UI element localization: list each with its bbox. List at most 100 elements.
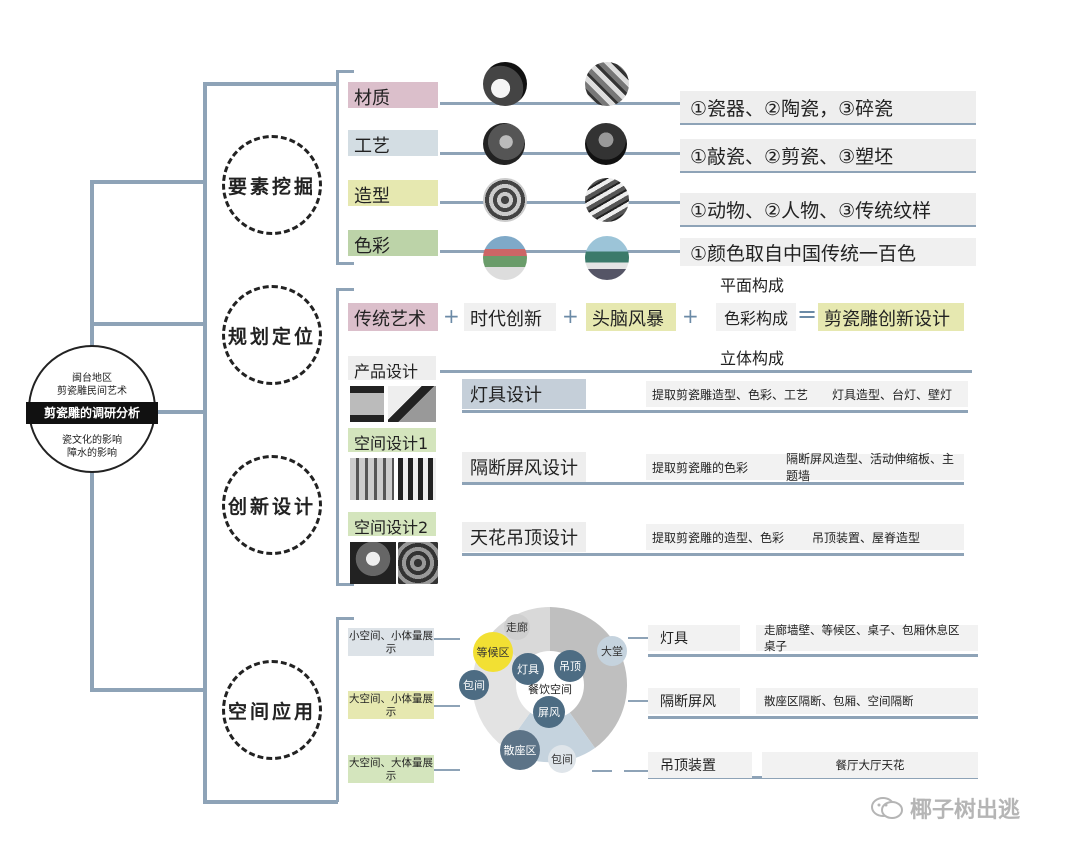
elem-line-2 bbox=[440, 152, 680, 155]
plan-result: 剪瓷雕创新设计 bbox=[818, 303, 964, 331]
watermark-text: 椰子树出逃 bbox=[910, 798, 1021, 823]
space1-image-2 bbox=[398, 458, 436, 500]
app-link-r3b bbox=[624, 770, 648, 772]
element-label-material: 材质 bbox=[348, 82, 438, 109]
element-result-material: ①瓷器、②陶瓷，③碎瓷 bbox=[680, 91, 976, 123]
design-cat-space-1: 空间设计1 bbox=[348, 428, 436, 453]
design-line-3 bbox=[462, 553, 964, 556]
app-desc-lamp: 走廊墙壁、等候区、桌子、包厢休息区桌子 bbox=[756, 623, 978, 653]
elem-res-line-3 bbox=[680, 224, 976, 227]
branch-label: 要素挖掘 bbox=[227, 175, 316, 198]
material-photo-1 bbox=[483, 62, 527, 106]
center-title: 剪瓷雕的调研分析 bbox=[26, 402, 158, 424]
trunk-left-bot bbox=[90, 688, 205, 692]
elem-res-line-2 bbox=[680, 170, 976, 173]
space1-image-1 bbox=[350, 458, 394, 500]
spine-bottom bbox=[203, 800, 338, 804]
element-label-color: 色彩 bbox=[348, 230, 438, 257]
wheel-outer-corridor: 走廊 bbox=[504, 614, 530, 640]
craft-photo-1 bbox=[483, 123, 525, 165]
space2-image-1 bbox=[350, 542, 396, 584]
design-desc-screen-1: 提取剪瓷雕的色彩 bbox=[646, 454, 780, 480]
wechat-icon bbox=[871, 797, 903, 819]
element-result-color: ①颜色取自中国传统一百色 bbox=[680, 238, 976, 266]
bracket-1-bot bbox=[336, 262, 354, 265]
center-link bbox=[150, 410, 205, 414]
wheel-outer-private-2: 包间 bbox=[548, 745, 576, 773]
app-desc-ceiling: 餐厅大厅天花 bbox=[762, 752, 978, 778]
branch-label: 规划定位 bbox=[227, 325, 316, 348]
equals-sign: = bbox=[797, 300, 818, 328]
design-desc-ceiling-1: 提取剪瓷雕的造型、色彩 bbox=[646, 524, 806, 550]
wheel-inner-lamp: 灯具 bbox=[512, 653, 544, 685]
elem-line-4 bbox=[440, 250, 680, 253]
wheel-inner-ceiling: 吊顶 bbox=[554, 650, 586, 682]
color-photo-1 bbox=[483, 236, 527, 280]
plan-term-innovation: 时代创新 bbox=[464, 303, 556, 331]
bracket-2-top bbox=[336, 288, 354, 291]
element-result-craft: ①敲瓷、②剪瓷、③塑坯 bbox=[680, 139, 976, 171]
center-node: 闽台地区 剪瓷雕民间艺术 剪瓷雕的调研分析 瓷文化的影响 障水的影响 bbox=[26, 345, 158, 473]
main-spine bbox=[203, 82, 207, 802]
space2-image-2 bbox=[398, 542, 438, 584]
composition-solid: 立体构成 bbox=[720, 349, 785, 368]
design-desc-lamp-1: 提取剪瓷雕造型、色彩、工艺 bbox=[646, 381, 826, 407]
branch-label: 空间应用 bbox=[227, 700, 316, 723]
wheel-outer-private-1: 包间 bbox=[459, 670, 489, 700]
branch-application: 空间应用 bbox=[222, 660, 322, 760]
app-item-lamp: 灯具 bbox=[648, 625, 740, 651]
elem-line-3 bbox=[440, 201, 680, 204]
product-image-2 bbox=[388, 386, 436, 422]
design-title-lamp: 灯具设计 bbox=[462, 379, 586, 409]
bracket-2 bbox=[336, 288, 339, 388]
app-link-r1 bbox=[628, 637, 648, 639]
wheel-inner-screen: 屏风 bbox=[533, 696, 565, 728]
app-link-2 bbox=[434, 705, 460, 707]
bracket-3 bbox=[336, 370, 339, 585]
trunk-left-mid bbox=[90, 322, 205, 326]
design-line-main bbox=[440, 370, 972, 373]
center-top-line-2: 剪瓷雕民间艺术 bbox=[57, 386, 127, 397]
spine-top bbox=[203, 82, 338, 86]
design-title-ceiling: 天花吊顶设计 bbox=[462, 522, 586, 552]
watermark: 椰子树出逃 bbox=[870, 792, 1020, 824]
scale-large-large: 大空间、大体量展示 bbox=[348, 755, 434, 783]
wheel-center-label: 餐饮空间 bbox=[528, 683, 572, 696]
shape-photo-2 bbox=[585, 178, 629, 222]
product-image-1 bbox=[350, 386, 384, 422]
branch-label: 创新设计 bbox=[227, 495, 316, 518]
branch-innovation: 创新设计 bbox=[222, 455, 322, 555]
elem-line-1 bbox=[440, 102, 680, 105]
app-link-r3a bbox=[592, 770, 612, 772]
bracket-1 bbox=[336, 70, 339, 265]
trunk-left-top bbox=[90, 180, 205, 184]
composition-color: 色彩构成 bbox=[716, 303, 796, 331]
element-label-craft: 工艺 bbox=[348, 130, 438, 157]
plan-term-brainstorm: 头脑风暴 bbox=[586, 303, 676, 331]
design-title-screen: 隔断屏风设计 bbox=[462, 452, 586, 482]
branch-planning: 规划定位 bbox=[222, 285, 322, 385]
app-item-ceiling: 吊顶装置 bbox=[648, 752, 752, 778]
design-desc-ceiling-2: 吊顶装置、屋脊造型 bbox=[806, 524, 964, 550]
app-desc-screen: 散座区隔断、包厢、空间隔断 bbox=[756, 688, 978, 714]
elem-res-line-1 bbox=[680, 122, 976, 125]
material-photo-2 bbox=[585, 62, 629, 106]
plus-1: + bbox=[443, 304, 460, 328]
wheel-outer-hall: 大堂 bbox=[597, 636, 627, 666]
design-cat-space-2: 空间设计2 bbox=[348, 512, 436, 537]
element-result-shape: ①动物、②人物、③传统纹样 bbox=[680, 193, 976, 225]
plus-2: + bbox=[562, 304, 579, 328]
app-link-r2 bbox=[628, 700, 648, 702]
element-label-shape: 造型 bbox=[348, 180, 438, 207]
composition-plane: 平面构成 bbox=[720, 276, 785, 295]
plan-term-traditional: 传统艺术 bbox=[348, 303, 438, 331]
center-bottom-line-2: 障水的影响 bbox=[67, 448, 117, 459]
branch-element-mining: 要素挖掘 bbox=[222, 135, 322, 235]
center-bottom-line-1: 瓷文化的影响 bbox=[62, 435, 122, 446]
app-row-line-1 bbox=[648, 654, 978, 657]
color-photo-2 bbox=[585, 236, 629, 280]
wheel-outer-waiting: 等候区 bbox=[473, 632, 513, 672]
app-row-line-2 bbox=[648, 716, 978, 719]
bracket-4 bbox=[336, 617, 339, 802]
craft-photo-2 bbox=[585, 123, 627, 165]
